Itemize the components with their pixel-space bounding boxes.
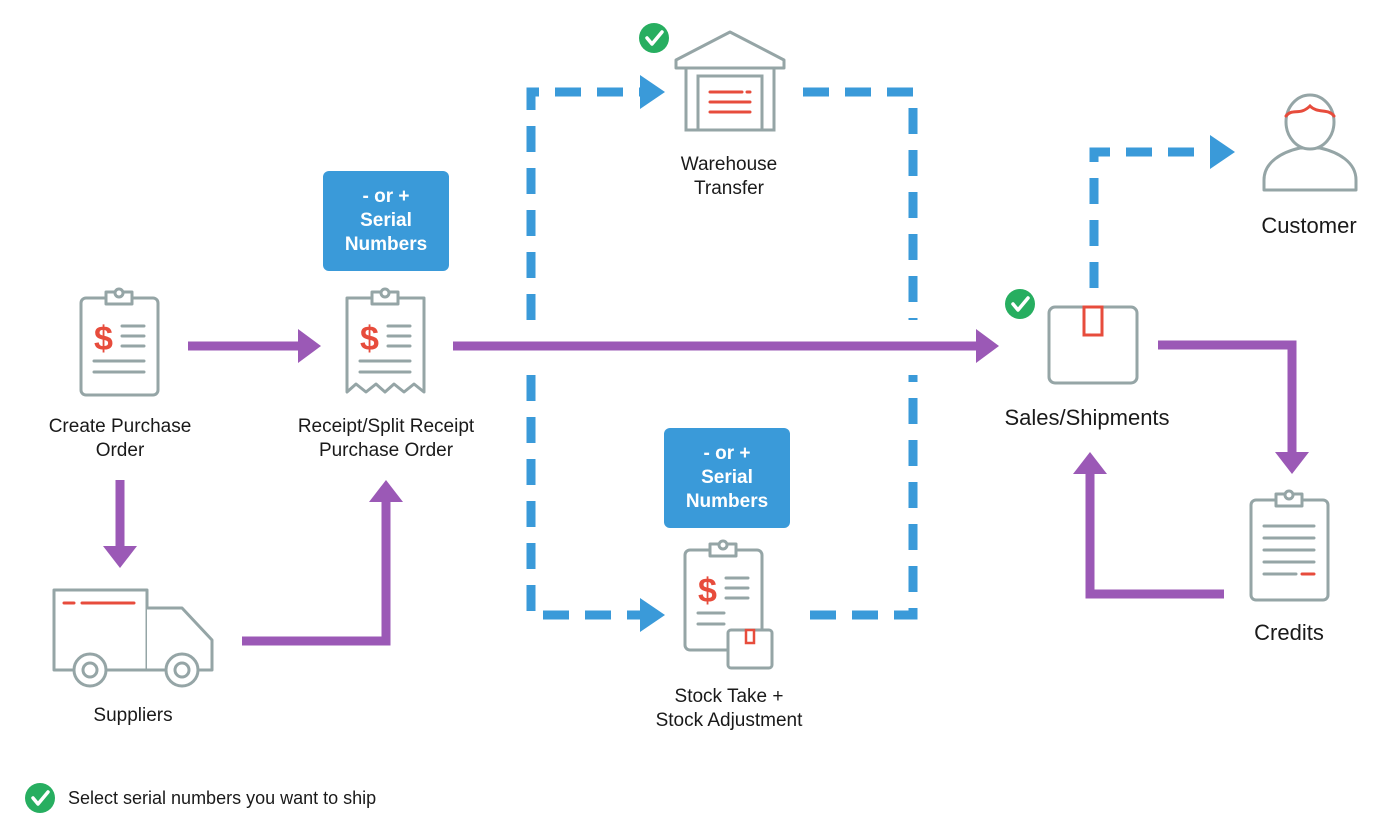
badge-line-3: Numbers bbox=[344, 234, 428, 255]
arrowhead-warehouse bbox=[640, 75, 665, 109]
flow-to-warehouse bbox=[526, 87, 640, 320]
serial-numbers-badge-receipt: - or + Serial Numbers bbox=[323, 171, 449, 271]
credits-document-icon bbox=[1249, 489, 1330, 602]
check-circle-icon bbox=[25, 783, 55, 813]
arrowhead-receipt-up bbox=[369, 480, 403, 502]
badge-line-2: Serial bbox=[360, 210, 412, 231]
arrowhead-sales bbox=[976, 329, 999, 363]
arrowhead-stock-take bbox=[640, 598, 665, 632]
purple-flows bbox=[115, 340, 1297, 646]
receipt-dollar-icon: $ bbox=[345, 287, 426, 394]
sales-check-icon bbox=[1003, 287, 1037, 321]
clipboard-dollar-icon: $ bbox=[79, 287, 160, 397]
person-icon bbox=[1262, 93, 1358, 192]
create-po-label: Create Purchase Order bbox=[48, 416, 192, 461]
box-icon bbox=[1047, 305, 1139, 385]
svg-text:$: $ bbox=[360, 320, 379, 358]
flow-to-stock-take bbox=[526, 375, 640, 620]
clipboard-box-icon: $ bbox=[683, 539, 774, 670]
svg-text:$: $ bbox=[698, 572, 717, 610]
customer-label: Customer bbox=[1261, 213, 1357, 238]
arrowhead-suppliers bbox=[103, 546, 137, 568]
credits-label: Credits bbox=[1254, 620, 1324, 645]
flow-credits-to-sales bbox=[1085, 474, 1224, 599]
sales-label: Sales/Shipments bbox=[1004, 405, 1170, 430]
badge-line-1: - or + bbox=[703, 443, 751, 464]
blue-arrowheads bbox=[640, 75, 1235, 632]
warehouse-check-icon bbox=[637, 21, 671, 55]
arrowhead-receipt bbox=[298, 329, 321, 363]
legend: Select serial numbers you want to ship bbox=[24, 782, 376, 814]
flow-from-stock-take bbox=[810, 375, 918, 620]
receipt-po-label: Receipt/Split Receipt Purchase Order bbox=[297, 416, 475, 461]
flow-sales-to-credits bbox=[1158, 340, 1297, 452]
truck-icon bbox=[52, 588, 214, 688]
svg-text:$: $ bbox=[94, 320, 113, 358]
flow-to-customer bbox=[1089, 147, 1210, 288]
arrowhead-sales-up bbox=[1073, 452, 1107, 474]
legend-text: Select serial numbers you want to ship bbox=[68, 787, 377, 808]
arrowhead-credits bbox=[1275, 452, 1309, 474]
arrowhead-customer bbox=[1210, 135, 1235, 169]
suppliers-label: Suppliers bbox=[93, 705, 173, 726]
flow-from-warehouse bbox=[803, 87, 918, 320]
stock-take-label: Stock Take + Stock Adjustment bbox=[655, 686, 803, 731]
warehouse-label: Warehouse Transfer bbox=[680, 154, 778, 199]
flow-suppliers-to-receipt bbox=[242, 502, 391, 646]
badge-line-1: - or + bbox=[362, 186, 410, 207]
blue-dashed-flows bbox=[526, 87, 1210, 620]
warehouse-icon bbox=[674, 30, 786, 132]
badge-line-3: Numbers bbox=[685, 491, 769, 512]
serial-numbers-badge-stock: - or + Serial Numbers bbox=[664, 428, 790, 528]
purple-arrowheads bbox=[103, 329, 1309, 568]
badge-line-2: Serial bbox=[701, 467, 753, 488]
